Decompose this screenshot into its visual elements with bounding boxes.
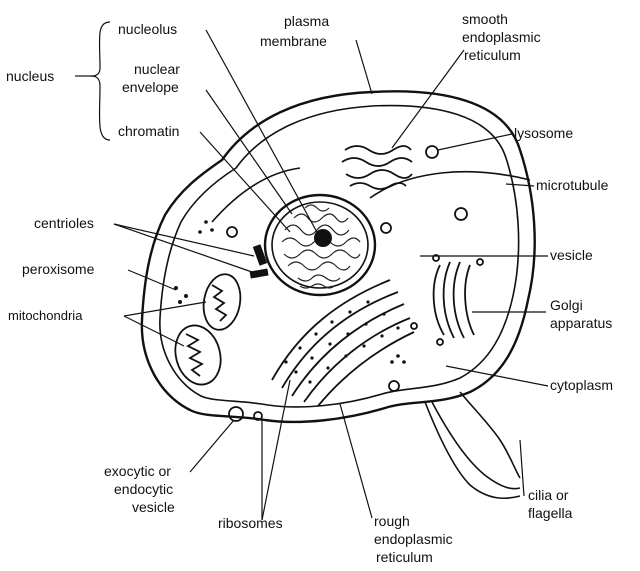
label-nuclear-envelope-1: nuclear — [134, 61, 180, 77]
cilium-2 — [432, 402, 520, 489]
label-nucleus: nucleus — [6, 68, 54, 84]
peroxisome-dots — [174, 220, 406, 364]
label-exocytic-2: endocytic — [114, 481, 173, 497]
label-golgi-1: Golgi — [550, 297, 583, 313]
label-centrioles: centrioles — [34, 215, 94, 231]
vesicle-small-1 — [455, 208, 467, 220]
label-smooth-er-1: smooth — [462, 11, 508, 27]
label-smooth-er-2: endoplasmic — [462, 29, 541, 45]
lysosome — [426, 146, 438, 158]
label-exocytic-3: vesicle — [132, 499, 175, 515]
label-rough-er-1: rough — [374, 513, 410, 529]
mitochondrion-1 — [199, 271, 244, 332]
label-microtubule: microtubule — [536, 177, 609, 193]
label-exocytic-1: exocytic or — [104, 463, 171, 479]
label-cytoplasm: cytoplasm — [550, 377, 613, 393]
label-plasma-membrane-2: membrane — [260, 33, 327, 49]
label-cilia-2: flagella — [528, 505, 573, 521]
rough-er — [272, 280, 414, 406]
cilium-3 — [460, 392, 520, 478]
label-golgi-2: apparatus — [550, 315, 612, 331]
vesicle-small-5 — [411, 323, 417, 329]
vesicle-small-4 — [389, 381, 399, 391]
label-nuclear-envelope-2: envelope — [122, 79, 179, 95]
label-peroxisome: peroxisome — [22, 261, 95, 277]
leader-lines — [75, 22, 548, 520]
label-lysosome: lysosome — [514, 125, 573, 141]
label-mitochondria: mitochondria — [8, 308, 83, 323]
exocytic-vesicle-1 — [229, 407, 243, 421]
label-vesicle: vesicle — [550, 247, 593, 263]
label-chromatin: chromatin — [118, 123, 179, 139]
centriole-2 — [250, 268, 269, 278]
label-plasma-membrane-1: plasma — [284, 13, 329, 29]
label-ribosomes: ribosomes — [218, 515, 283, 531]
vesicle-small-3 — [381, 223, 391, 233]
golgi-apparatus — [433, 255, 483, 345]
label-cilia-1: cilia or — [528, 487, 569, 503]
rough-er-ribosomes — [284, 300, 399, 383]
label-nucleolus: nucleolus — [118, 21, 177, 37]
label-smooth-er-3: reticulum — [464, 47, 521, 63]
label-rough-er-3: reticulum — [376, 549, 433, 565]
microtubule-1 — [370, 172, 530, 198]
mitochondrion-2 — [169, 320, 227, 389]
vesicle-small-2 — [227, 227, 237, 237]
label-rough-er-2: endoplasmic — [374, 531, 453, 547]
